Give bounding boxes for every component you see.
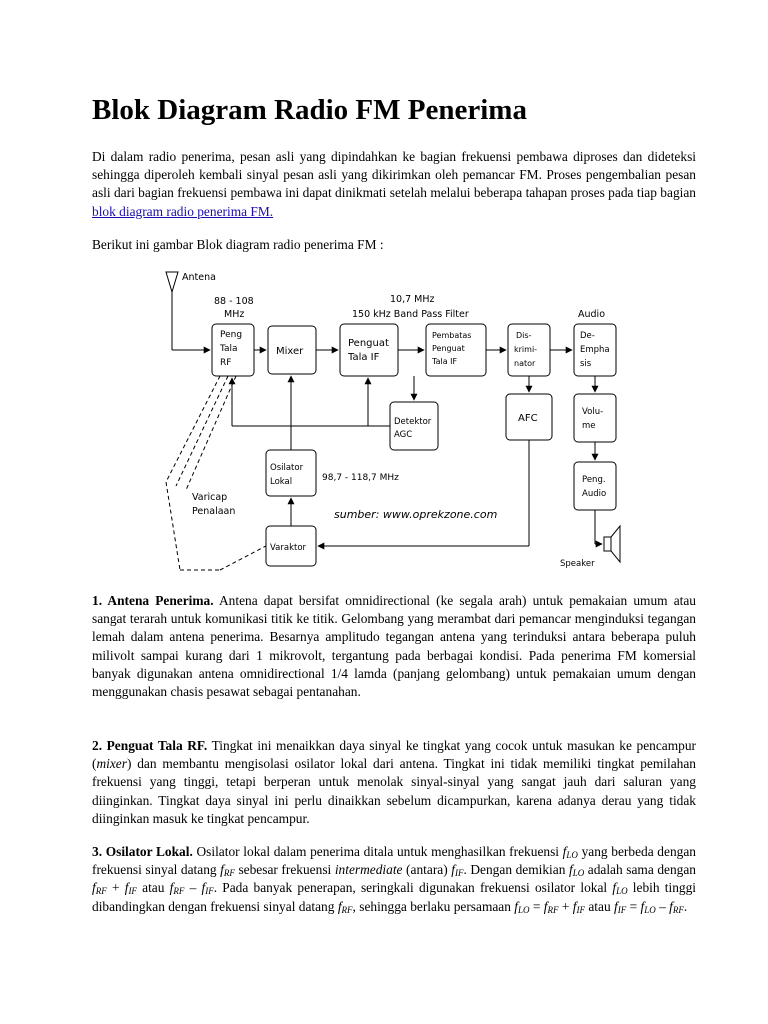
label-audio: Audio bbox=[578, 309, 605, 320]
label-bandpass: 150 kHz Band Pass Filter bbox=[352, 309, 469, 320]
figure-caption-intro: Berikut ini gambar Blok diagram radio pe… bbox=[92, 237, 384, 252]
antenna-icon bbox=[165, 271, 179, 294]
svg-text:me: me bbox=[582, 421, 596, 431]
svg-text:Pembatas: Pembatas bbox=[432, 331, 471, 340]
svg-text:krimi-: krimi- bbox=[514, 345, 537, 354]
svg-text:sis: sis bbox=[580, 359, 592, 369]
label-penalaan: Penalaan bbox=[192, 506, 235, 517]
svg-text:Varaktor: Varaktor bbox=[270, 543, 307, 553]
section-heading: 1. Antena Penerima. bbox=[92, 593, 214, 608]
svg-text:nator: nator bbox=[514, 359, 536, 368]
section-osilator-lokal: 3. Osilator Lokal. Osilator lokal dalam … bbox=[92, 844, 697, 915]
section-penguat-tala-rf: 2. Penguat Tala RF. Tingkat ini menaikka… bbox=[92, 738, 696, 826]
section-antena: 1. Antena Penerima. Antena dapat bersifa… bbox=[92, 592, 696, 701]
speaker-icon bbox=[603, 524, 621, 564]
svg-text:Penguat: Penguat bbox=[432, 344, 465, 353]
label-freq-rf: 88 - 108 bbox=[214, 296, 254, 307]
svg-text:AFC: AFC bbox=[518, 413, 538, 424]
block-volume bbox=[573, 393, 617, 443]
label-freq-rf-unit: MHz bbox=[224, 309, 244, 320]
block-osilator-lokal bbox=[265, 449, 317, 497]
block-penguat-tala-if bbox=[339, 323, 399, 377]
svg-text:Empha: Empha bbox=[580, 345, 610, 355]
section-heading: 3. Osilator Lokal. bbox=[92, 844, 193, 859]
intro-text: Di dalam radio penerima, pesan asli yang… bbox=[92, 149, 696, 201]
fm-receiver-block-diagram: Antena 88 - 108 MHz 10,7 MHz 150 kHz Ban… bbox=[165, 271, 621, 571]
svg-text:De-: De- bbox=[580, 331, 595, 341]
intro-paragraph: Di dalam radio penerima, pesan asli yang… bbox=[92, 148, 696, 221]
svg-text:Tala IF: Tala IF bbox=[431, 357, 457, 366]
svg-text:Tala: Tala bbox=[219, 344, 238, 354]
label-varicap: Varicap bbox=[192, 492, 227, 503]
svg-text:Tala IF: Tala IF bbox=[347, 352, 380, 363]
section-heading: 2. Penguat Tala RF. bbox=[92, 738, 208, 753]
label-freq-lo: 98,7 - 118,7 MHz bbox=[322, 473, 399, 483]
label-source: sumber: www.oprekzone.com bbox=[334, 508, 497, 521]
svg-text:Peng.: Peng. bbox=[582, 475, 606, 485]
svg-text:Dis-: Dis- bbox=[516, 331, 532, 340]
label-speaker: Speaker bbox=[560, 559, 595, 569]
svg-text:Lokal: Lokal bbox=[270, 477, 292, 487]
svg-text:Peng: Peng bbox=[220, 330, 242, 340]
svg-text:AGC: AGC bbox=[394, 430, 412, 440]
svg-text:Mixer: Mixer bbox=[276, 346, 304, 357]
svg-text:Audio: Audio bbox=[582, 489, 606, 499]
svg-text:Volu-: Volu- bbox=[582, 407, 603, 417]
svg-text:Penguat: Penguat bbox=[348, 338, 389, 349]
svg-text:Detektor: Detektor bbox=[394, 417, 432, 427]
page-title: Blok Diagram Radio FM Penerima bbox=[92, 94, 527, 126]
svg-text:Osilator: Osilator bbox=[270, 463, 304, 473]
label-freq-if: 10,7 MHz bbox=[390, 294, 435, 305]
diagram-link[interactable]: blok diagram radio penerima FM. bbox=[92, 203, 274, 219]
block-peng-audio bbox=[573, 461, 617, 511]
svg-text:RF: RF bbox=[220, 358, 231, 368]
section-text: Antena dapat bersifat omnidirectional (k… bbox=[92, 593, 696, 700]
label-antena: Antena bbox=[182, 272, 216, 283]
